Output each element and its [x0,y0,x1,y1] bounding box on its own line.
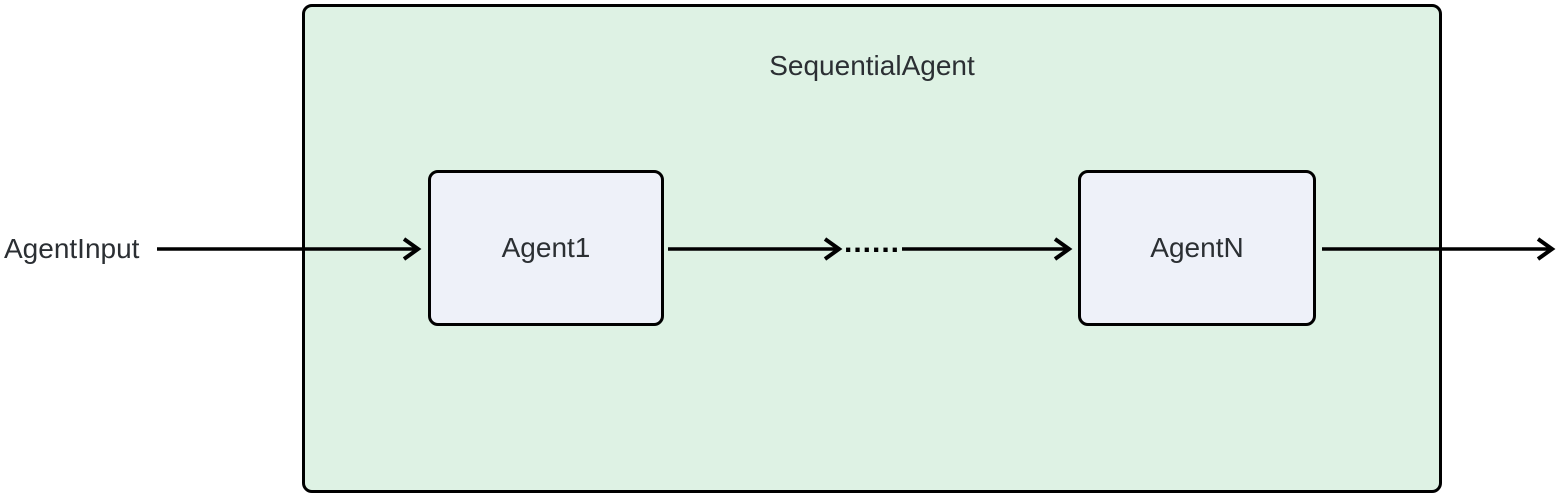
node-agentn-label: AgentN [1150,232,1244,263]
node-agentn: AgentN [1078,170,1316,326]
node-agent1-label: Agent1 [501,232,591,263]
node-agent1: Agent1 [428,170,664,326]
agent-input-label: AgentInput [4,233,140,264]
sequential-agent-title: SequentialAgent [769,50,975,81]
ellipsis-label: ...... [844,226,901,259]
